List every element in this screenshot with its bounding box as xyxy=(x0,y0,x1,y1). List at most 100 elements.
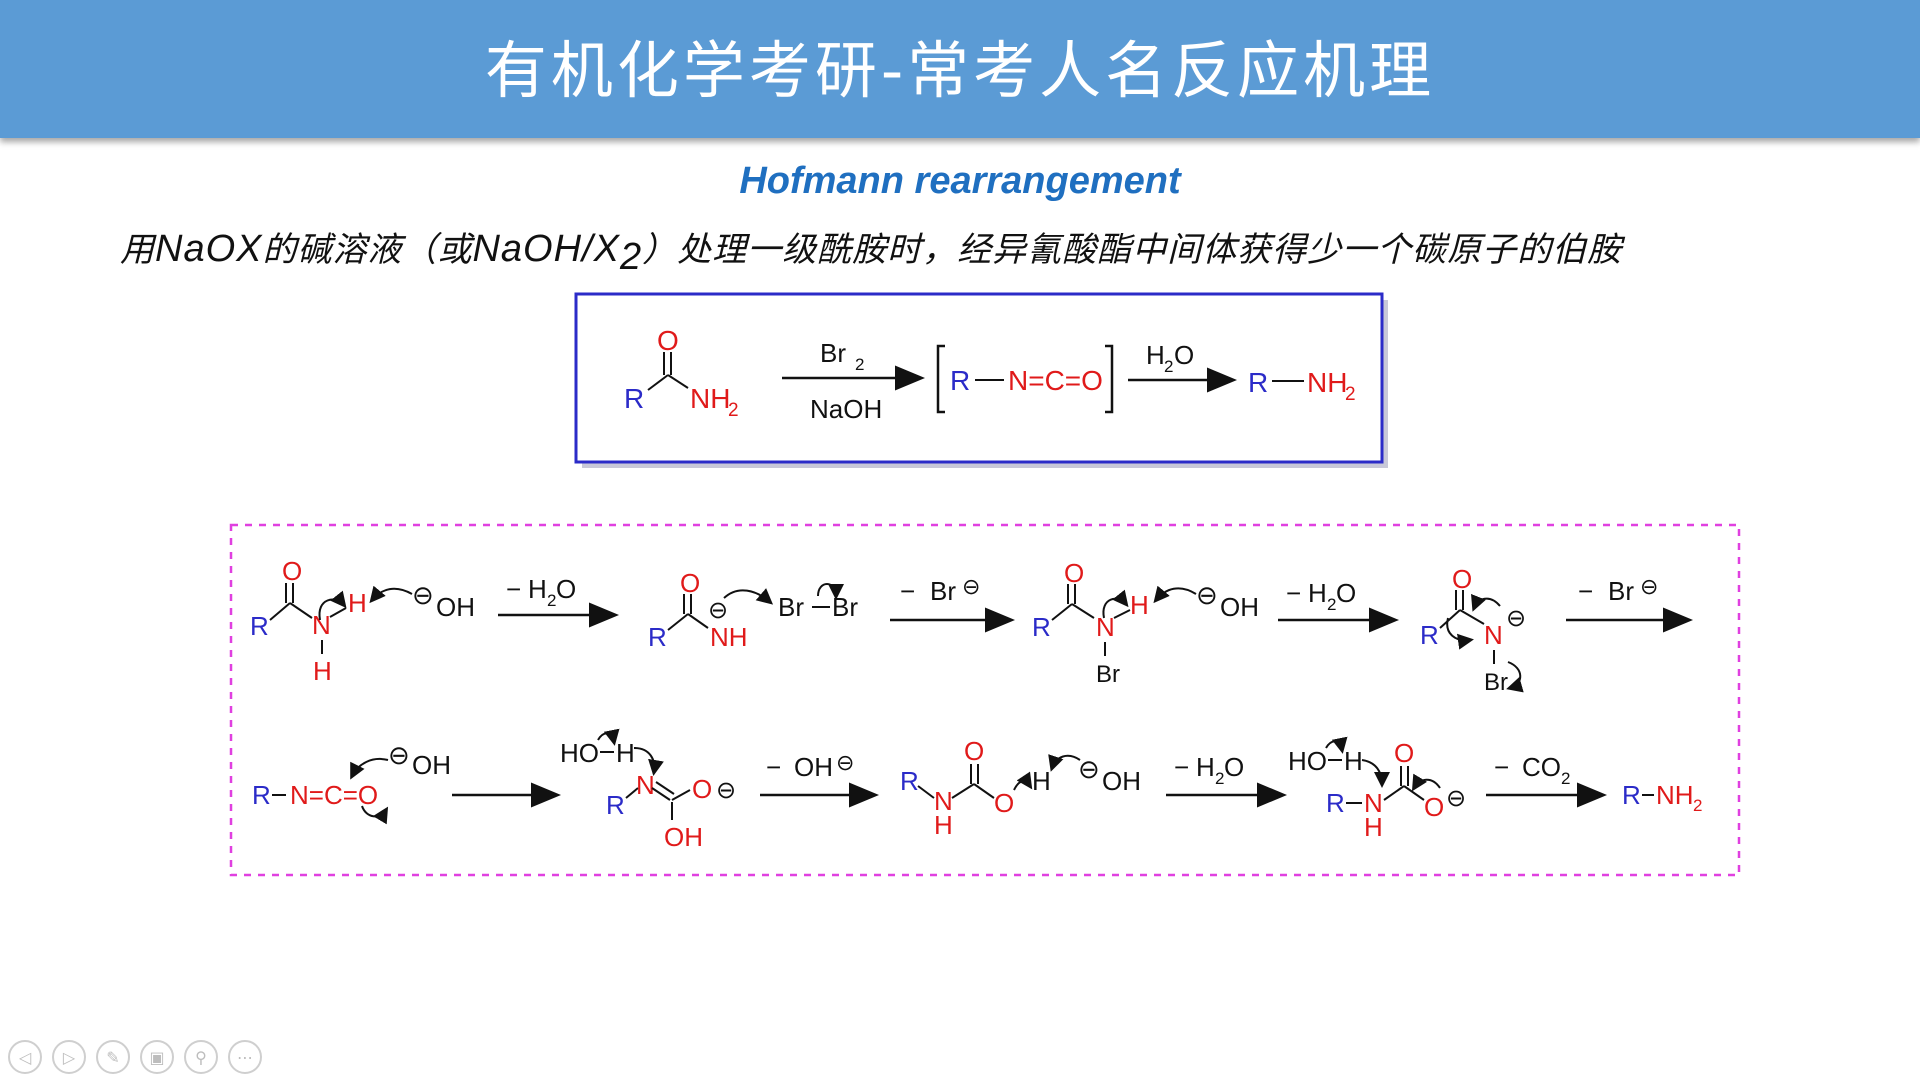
svg-text:N: N xyxy=(934,786,953,816)
svg-text:⊖: ⊖ xyxy=(1196,580,1218,610)
mech-step1-arrow: − H 2 O xyxy=(498,574,619,628)
svg-text:Br: Br xyxy=(832,592,858,622)
svg-text:Br: Br xyxy=(930,576,956,606)
svg-text:N: N xyxy=(312,610,331,640)
svg-text:O: O xyxy=(680,568,700,598)
reaction-description: 用NaOX的碱溶液（或NaOH/X2）处理一级酰胺时，经异氰酸酯中间体获得少一个… xyxy=(120,222,1800,279)
svg-text:N: N xyxy=(1364,788,1383,818)
mech-step8-carbamate: HO H R N H O O ⊖ xyxy=(1288,736,1466,842)
reaction-name: Hofmann rearrangement xyxy=(739,160,1181,202)
mech-step3-arrow: − H 2 O xyxy=(1278,578,1399,633)
svg-text:O: O xyxy=(282,556,302,586)
svg-text:2: 2 xyxy=(1693,796,1702,815)
svg-text:−: − xyxy=(766,752,781,782)
svg-text:R: R xyxy=(250,611,269,641)
svg-text:N=C=O: N=C=O xyxy=(290,780,378,810)
svg-text:R: R xyxy=(900,766,919,796)
overview-amide-NH: NH xyxy=(690,383,730,414)
svg-text:⊖: ⊖ xyxy=(388,740,410,770)
svg-text:O: O xyxy=(1064,558,1084,588)
svg-text:⊖: ⊖ xyxy=(836,750,854,775)
svg-text:R: R xyxy=(606,790,625,820)
svg-text:H: H xyxy=(1032,766,1051,796)
overview-amide-O: O xyxy=(657,325,679,356)
svg-text:R: R xyxy=(252,780,271,810)
zoom-icon[interactable]: ⚲ xyxy=(184,1040,218,1074)
overview-iso-NCO: N=C=O xyxy=(1008,365,1103,396)
svg-text:⊖: ⊖ xyxy=(412,580,434,610)
overview-reagent-NaOH: NaOH xyxy=(810,394,882,424)
desc-formula-2-sub: 2 xyxy=(619,235,643,278)
svg-text:HO: HO xyxy=(560,738,599,768)
more-icon[interactable]: ⋯ xyxy=(228,1040,262,1074)
pen-icon[interactable]: ✎ xyxy=(96,1040,130,1074)
svg-text:H: H xyxy=(934,810,953,840)
svg-text:O: O xyxy=(556,574,576,604)
svg-text:O: O xyxy=(1394,738,1414,768)
svg-text:CO: CO xyxy=(1522,752,1561,782)
overview-amide-sub: 2 xyxy=(728,400,739,421)
svg-text:NH: NH xyxy=(1656,780,1694,810)
mech-step3-bromoamide: R O N Br H ⊖ OH xyxy=(1032,558,1259,688)
mech-step7-arrow: − H 2 O xyxy=(1166,752,1287,808)
svg-text:H: H xyxy=(313,656,332,686)
svg-text:H: H xyxy=(1344,746,1363,776)
desc-part-3: ）处理一级酰胺时，经异氰酸酯中间体获得少一个碳原子的伯胺 xyxy=(642,230,1623,270)
prev-icon[interactable]: ◁ xyxy=(8,1040,42,1074)
svg-text:N: N xyxy=(1484,620,1503,650)
svg-text:⊖: ⊖ xyxy=(708,597,728,624)
mech-step8-arrow: − CO 2 xyxy=(1486,752,1607,808)
svg-text:R: R xyxy=(1326,788,1345,818)
svg-text:H: H xyxy=(1308,578,1327,608)
next-icon[interactable]: ▷ xyxy=(52,1040,86,1074)
overview-product-R: R xyxy=(1248,367,1268,398)
slideshow-controls: ◁ ▷ ✎ ▣ ⚲ ⋯ xyxy=(8,1040,262,1074)
mech-step4-arrow: − Br ⊖ xyxy=(1566,574,1693,633)
mech-step4-anion: R O N Br ⊖ xyxy=(1420,564,1526,696)
svg-text:O: O xyxy=(692,774,712,804)
svg-text:O: O xyxy=(1424,792,1444,822)
svg-text:OH: OH xyxy=(412,750,451,780)
svg-text:−: − xyxy=(1174,752,1189,782)
overview-product-sub: 2 xyxy=(1345,384,1356,405)
svg-text:R: R xyxy=(1032,612,1051,642)
desc-formula-2: NaOH/X xyxy=(472,228,620,270)
overview-product-NH: NH xyxy=(1307,367,1347,398)
mech-step6-adduct: HO H R N O ⊖ OH xyxy=(560,728,736,852)
svg-text:HO: HO xyxy=(1288,746,1327,776)
slides-icon[interactable]: ▣ xyxy=(140,1040,174,1074)
svg-text:H: H xyxy=(1364,812,1383,842)
svg-text:O: O xyxy=(1452,564,1472,594)
svg-text:OH: OH xyxy=(794,752,833,782)
svg-text:OH: OH xyxy=(1102,766,1141,796)
svg-text:O: O xyxy=(964,736,984,766)
svg-text:H: H xyxy=(1130,590,1149,620)
svg-text:⊖: ⊖ xyxy=(962,574,980,599)
svg-text:2: 2 xyxy=(547,591,556,610)
mech-step2-anion: R O NH ⊖ Br Br xyxy=(648,568,858,652)
svg-text:−: − xyxy=(506,574,521,604)
svg-text:O: O xyxy=(994,788,1014,818)
overview-amide-R: R xyxy=(624,383,644,414)
svg-text:H: H xyxy=(528,574,547,604)
title-bar: 有机化学考研-常考人名反应机理 xyxy=(0,0,1920,138)
svg-text:−: − xyxy=(1494,752,1509,782)
mechanism-frame xyxy=(229,523,1741,877)
svg-text:R: R xyxy=(1420,620,1439,650)
overview-bracket-right xyxy=(1105,344,1114,414)
mech-step2-arrow: − Br ⊖ xyxy=(890,574,1015,633)
svg-text:⊖: ⊖ xyxy=(1078,754,1100,784)
svg-text:⊖: ⊖ xyxy=(1446,785,1466,812)
overview-reagent-Br: Br xyxy=(820,338,846,368)
svg-text:2: 2 xyxy=(1327,595,1336,614)
svg-text:H: H xyxy=(616,738,635,768)
svg-text:⊖: ⊖ xyxy=(716,777,736,804)
svg-text:N: N xyxy=(636,770,655,800)
svg-text:−: − xyxy=(900,576,915,606)
svg-text:OH: OH xyxy=(664,822,703,852)
desc-part-1: 用 xyxy=(120,230,155,270)
svg-text:R: R xyxy=(648,622,667,652)
mech-step5-isocyanate: R N=C=O ⊖ OH xyxy=(252,740,451,825)
svg-text:NH: NH xyxy=(710,622,748,652)
overview-frame xyxy=(574,292,1384,464)
